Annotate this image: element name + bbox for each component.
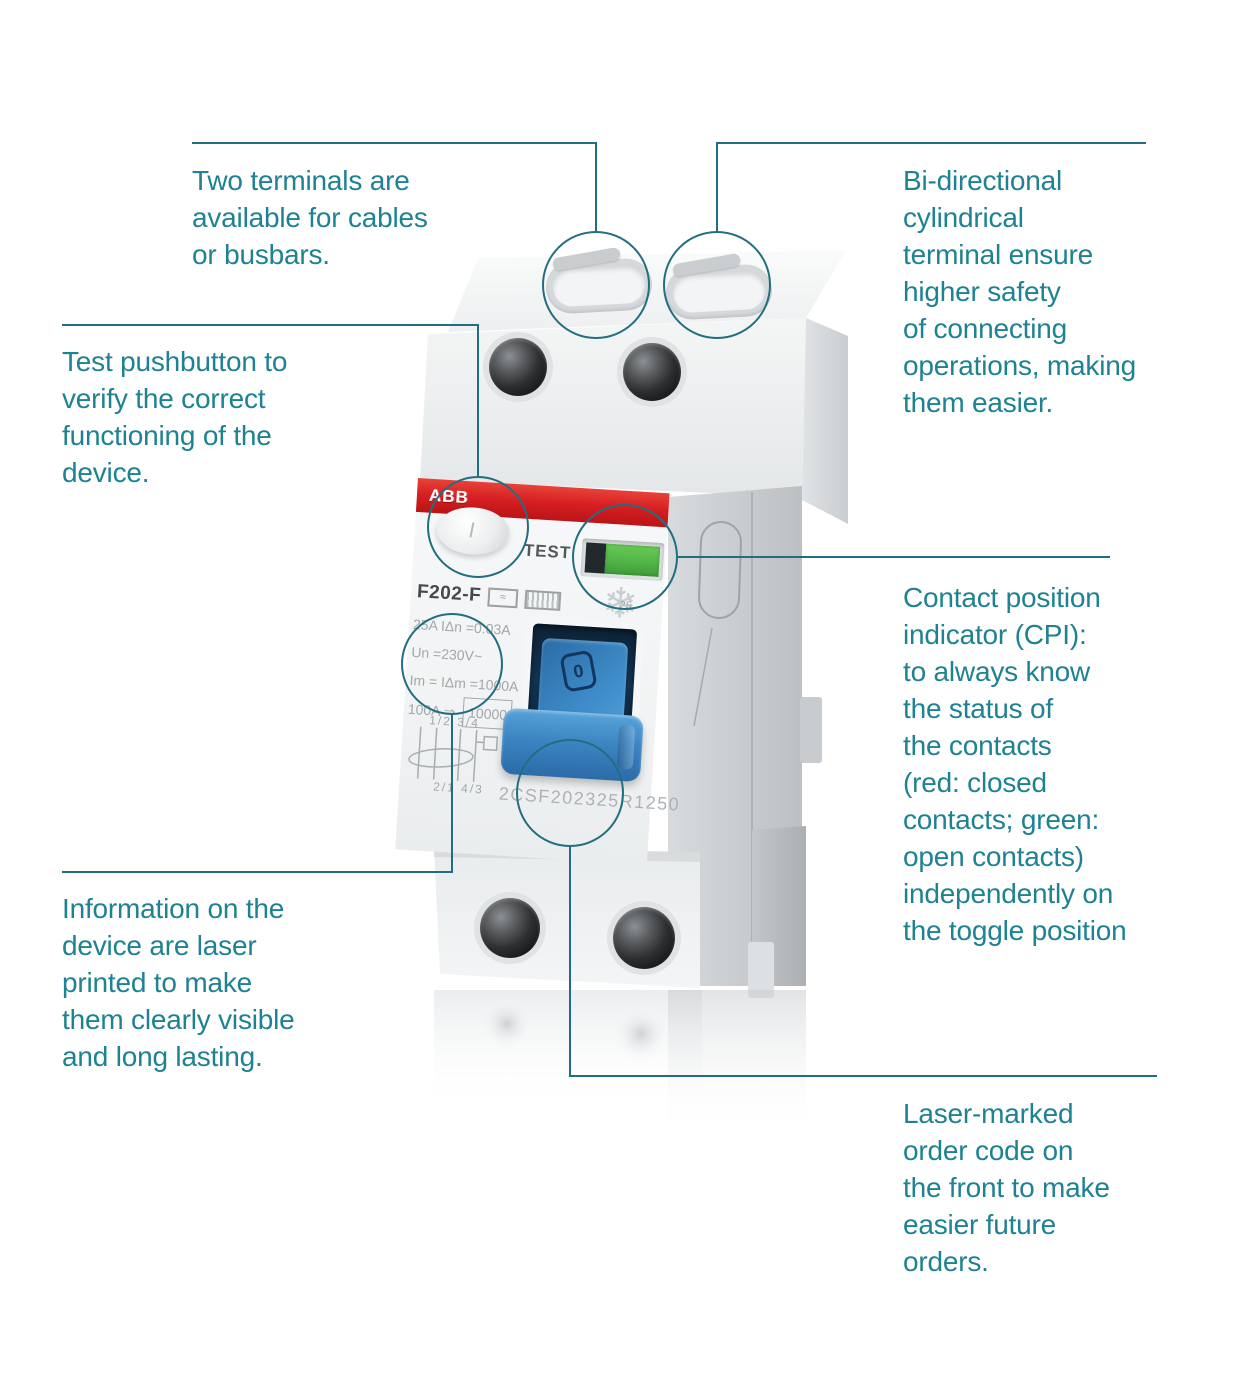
device-upper-front-face (420, 318, 806, 497)
annotation-laser-code: Laser-marked order code on the front to … (903, 1098, 1110, 1277)
toggle-handle-notch (616, 724, 636, 770)
screw-bottom-left (480, 898, 540, 958)
terminal-opening-right (664, 252, 774, 321)
approval-mark-1: ≈ (487, 587, 519, 608)
terminal-cage-right (672, 270, 766, 314)
device-side-face (668, 486, 802, 986)
screw-bottom-right (613, 907, 675, 969)
model-number: F202-F (416, 581, 482, 607)
annotation-cpi: Contact position indicator (CPI): to alw… (903, 582, 1127, 946)
order-code: 2CSF202325R1250 (498, 783, 681, 815)
pole-marks-bottom: 2/1 4/3 (432, 779, 485, 797)
annotation-bidirectional: Bi-directional cylindrical terminal ensu… (903, 165, 1136, 418)
device-front-panel: ABB TEST ❄ 25 F202-F ≈ 25A IΔn =0.03A Un… (395, 478, 681, 865)
screw-top-left (489, 338, 547, 396)
terminal-cage-left (552, 264, 646, 308)
din-rail-part (752, 826, 806, 986)
low-temperature-value: 25 (619, 599, 633, 613)
din-rail-latch (748, 942, 774, 998)
approval-mark-2 (524, 589, 562, 611)
annotation-laser-info: Information on the device are laser prin… (62, 893, 295, 1072)
side-mold-line (693, 627, 713, 727)
terminal-opening-left (544, 246, 654, 315)
screw-top-right (623, 343, 681, 401)
wiring-diagram-icon (408, 726, 499, 783)
cpi-green-segment (604, 543, 661, 577)
test-button-mark (469, 522, 475, 538)
toggle-handle[interactable] (500, 707, 644, 783)
toggle-position-indicator: 0 (559, 649, 598, 693)
cpi-dark-segment (584, 542, 607, 574)
abb-logo: ABB (428, 485, 470, 508)
contact-position-indicator (580, 538, 665, 582)
reflection-side (668, 990, 806, 1140)
model-row: F202-F ≈ (416, 581, 562, 612)
reflection-screw-right (611, 1004, 671, 1064)
annotation-two-terminals: Two terminals are available for cables o… (192, 165, 428, 270)
device-upper-right-face (802, 318, 848, 524)
din-clip-slot (698, 521, 742, 619)
test-label: TEST (523, 540, 572, 563)
low-temperature-mark: ❄ 25 (601, 579, 652, 633)
side-tab (800, 697, 822, 763)
reflection-screw-left (479, 996, 535, 1052)
annotation-test-pushbutton: Test pushbutton to verify the correct fu… (62, 346, 288, 488)
reflection-front (434, 990, 702, 1114)
